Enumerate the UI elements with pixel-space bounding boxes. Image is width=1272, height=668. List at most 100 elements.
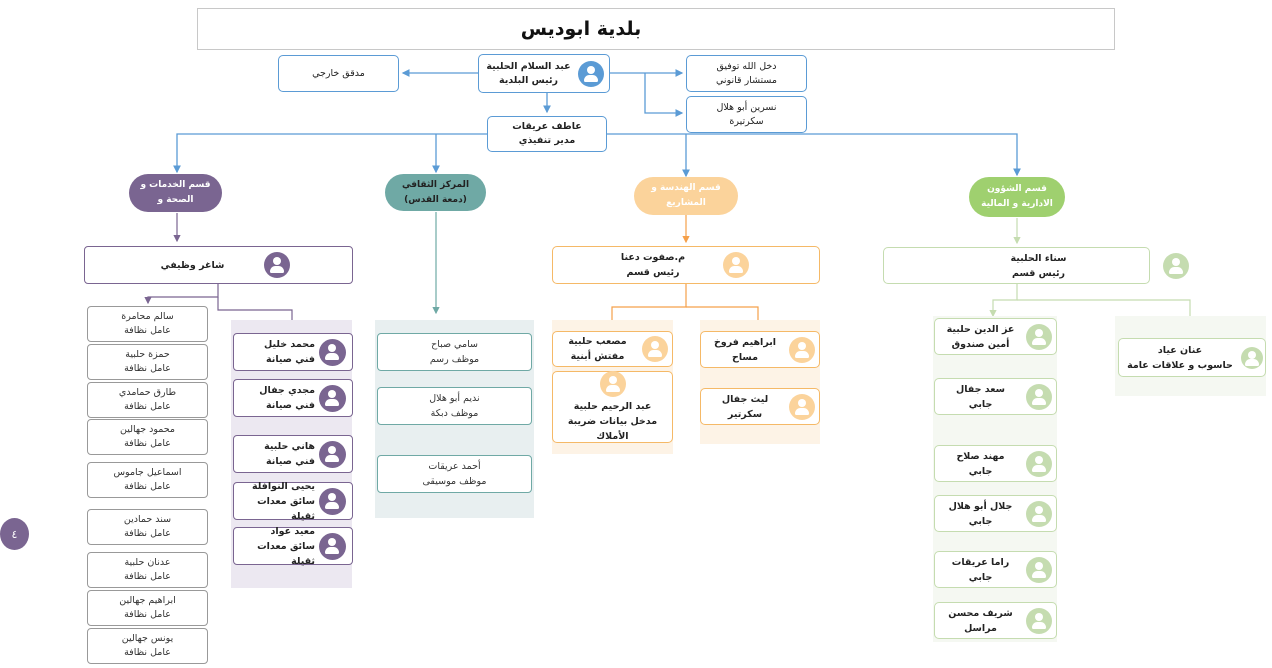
- person-name: سالم محامرة: [121, 311, 174, 322]
- person-name: طارق حمامدي: [118, 387, 177, 398]
- person-role: مراسل: [964, 622, 997, 634]
- person-icon: [642, 336, 668, 362]
- person-icon: [1163, 252, 1189, 279]
- person-role: جابي: [968, 571, 993, 583]
- person-role: عامل نظافة: [124, 438, 171, 449]
- person-name: سعد جفال: [956, 383, 1005, 395]
- person-role: عامل نظافة: [124, 528, 171, 539]
- person-name: عز الدين حلبية: [946, 323, 1015, 335]
- admin-it-box: عنان عياد حاسوب و علاقات عامة: [1118, 338, 1266, 377]
- person-role: مدخل بيانات ضريبة الأملاك: [567, 415, 658, 442]
- culture-staff-box: نديم أبو هلال موظف دبكة: [377, 387, 532, 425]
- person-name: محمد خليل: [264, 339, 315, 350]
- exec-name: عاطف عريقات: [512, 121, 582, 132]
- person-name: معيد عواد: [270, 525, 316, 537]
- person-icon: [723, 252, 749, 278]
- person-name: هاني حلبية: [264, 441, 315, 452]
- person-role: فني صيانة: [266, 400, 315, 411]
- person-name: ابراهيم فروخ: [713, 336, 777, 348]
- person-name: مصعب حلبية: [568, 336, 627, 347]
- dept-engineering-label: قسم الهندسة و المشاريع: [651, 183, 721, 208]
- person-name: محمود جهالين: [119, 424, 175, 435]
- side-badge[interactable]: ٤: [0, 518, 29, 550]
- dept-engineering-pill: قسم الهندسة و المشاريع: [634, 177, 738, 215]
- person-role: عامل نظافة: [124, 481, 171, 492]
- dept-admin-pill: قسم الشؤون الادارية و المالية: [969, 177, 1065, 217]
- person-name: مجدي جفال: [259, 385, 315, 396]
- person-name: سامي صباح: [431, 339, 478, 350]
- person-icon: [264, 252, 290, 278]
- person-role: مفتش أبنية: [570, 351, 625, 362]
- person-name: شريف محسن: [948, 607, 1013, 619]
- person-role: فني صيانة: [266, 354, 315, 365]
- engineering-staff-box: مصعب حلبية مفتش أبنية: [552, 331, 673, 367]
- person-icon: [319, 440, 346, 468]
- mayor-role: رئيس البلدية: [498, 74, 559, 86]
- dept-services-label: قسم الخدمات و الصحة و: [140, 180, 211, 205]
- services-head-name: شاغر وظيفي: [160, 259, 225, 271]
- admin-staff-box: جلال أبو هلال جابي: [934, 495, 1057, 532]
- exec-role: مدير تنفيذي: [518, 135, 576, 146]
- admin-staff-box: راما عريقات جابي: [934, 551, 1057, 588]
- person-role: جابي: [968, 515, 993, 527]
- person-icon: [789, 336, 815, 363]
- admin-it-name: عنان عياد: [1157, 344, 1203, 356]
- legal-name: دخل الله توفيق: [716, 60, 777, 72]
- person-icon: [319, 487, 346, 515]
- engineering-head-name: م.صفوت دعنا: [620, 252, 686, 263]
- person-name: يونس جهالين: [121, 633, 174, 644]
- person-icon: [599, 370, 626, 397]
- mayor-name: عبد السلام الحلبية: [486, 60, 571, 72]
- title-text: بلدية ابوديس: [520, 18, 642, 40]
- person-name: نديم أبو هلال: [429, 393, 480, 404]
- person-name: راما عريقات: [951, 556, 1010, 568]
- person-name: عبد الرحيم حلبية: [573, 400, 652, 412]
- person-name: ابراهيم جهالين: [119, 595, 176, 606]
- admin-it-role: حاسوب و علاقات عامة: [1127, 359, 1233, 371]
- person-name: جلال أبو هلال: [948, 500, 1013, 512]
- side-badge-text: ٤: [11, 527, 18, 541]
- person-icon: [789, 393, 815, 420]
- cleaner-box: محمود جهالين عامل نظافة: [87, 419, 208, 455]
- dept-admin-label: قسم الشؤون الادارية و المالية: [981, 184, 1053, 209]
- person-name: أحمد عريقات: [428, 461, 481, 472]
- mayor-box: عبد السلام الحلبية رئيس البلدية: [478, 54, 610, 93]
- dept-services-pill: قسم الخدمات و الصحة و: [129, 174, 222, 212]
- person-role: موظف دبكة: [430, 408, 479, 419]
- person-name: عدنان حلبية: [124, 557, 171, 568]
- person-role: عامل نظافة: [124, 571, 171, 582]
- person-icon: [1026, 556, 1052, 583]
- dept-culture-pill: المركز الثقافي (دمعة القدس): [385, 174, 486, 211]
- person-role: عامل نظافة: [124, 609, 171, 620]
- person-name: حمزة حلبية: [125, 349, 170, 360]
- person-role: موظف رسم: [429, 354, 480, 365]
- auditor-label: مدقق خارجي: [312, 67, 365, 79]
- person-icon: [319, 338, 346, 366]
- person-icon: [319, 532, 346, 560]
- admin-head-name: سناء الحلبية: [1010, 252, 1067, 264]
- person-name: مهند صلاح: [956, 450, 1005, 462]
- maintenance-box: محمد خليل فني صيانة: [233, 333, 353, 371]
- exec-director-box: عاطف عريقات مدير تنفيذي: [487, 116, 607, 152]
- person-icon: [1026, 500, 1052, 527]
- person-icon: [1241, 346, 1263, 369]
- person-icon: [1026, 323, 1052, 350]
- person-icon: [1026, 607, 1052, 634]
- person-role: موظف موسيقى: [422, 476, 487, 487]
